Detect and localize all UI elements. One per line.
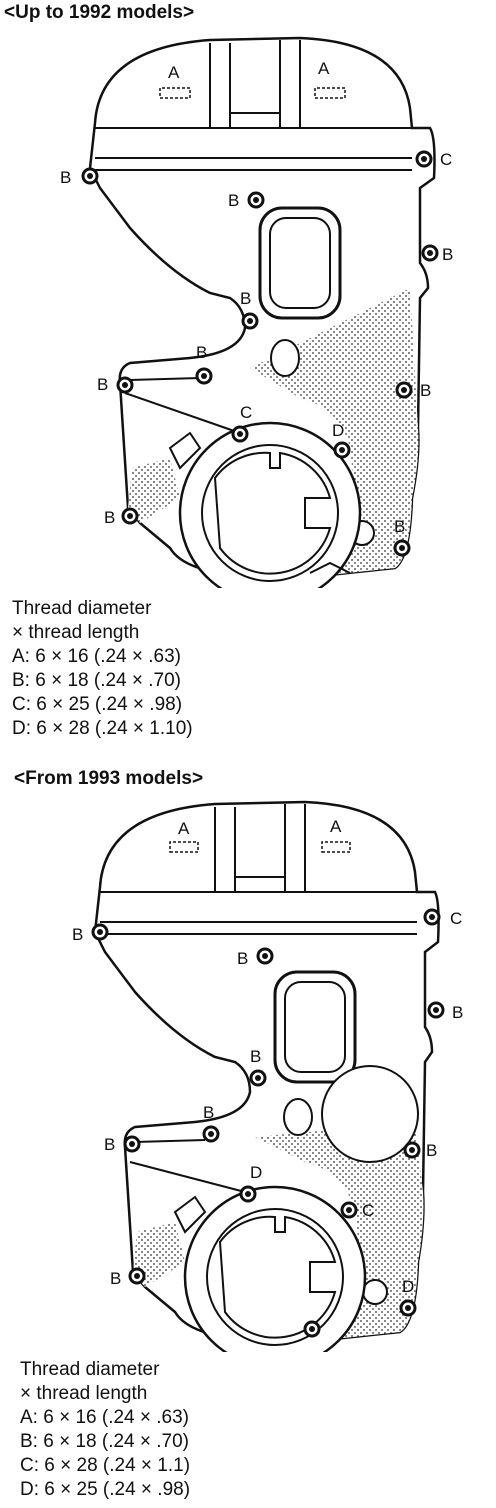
crank-keyway [213, 451, 332, 575]
label-b2: B [228, 191, 239, 210]
cover-rib [100, 891, 417, 935]
label-a-left: A [178, 819, 190, 838]
cover-hole [270, 339, 300, 377]
inspection-window-inner [269, 217, 331, 309]
bolt-d1 [239, 1185, 257, 1203]
legend-item-d: D: 6 × 28 (.24 × 1.10) [12, 718, 193, 739]
timing-cover-diagram-1993: A A B C B B B B B B D C B D [72, 800, 463, 1352]
cover-rib [95, 127, 412, 171]
label-b5: B [196, 343, 207, 362]
legend-title: Thread diameter [12, 598, 152, 619]
bolt-d1 [333, 441, 351, 459]
label-b9: B [394, 517, 405, 536]
lower-tab [173, 1195, 207, 1234]
shading-area-left [128, 458, 180, 523]
label-b3: B [442, 245, 453, 264]
label-b2: B [237, 949, 248, 968]
lower-rib [129, 1139, 246, 1193]
label-b4: B [250, 1047, 261, 1066]
lower-rib [124, 377, 241, 434]
label-b6: B [97, 375, 108, 394]
bolt-b2 [247, 191, 265, 209]
bottom-tab [309, 561, 351, 574]
bolt-b3 [421, 244, 439, 262]
bolt-legend-1993: Thread diameter × thread length A: 6 × 1… [20, 1358, 190, 1502]
bolt-b4 [249, 1069, 267, 1087]
legend-subtitle: × thread length [20, 1383, 148, 1404]
bolt-b5 [195, 367, 213, 385]
label-d2: D [402, 1277, 414, 1296]
bolt-b8 [121, 507, 139, 525]
legend-subtitle: × thread length [12, 622, 140, 643]
bolt-c2 [340, 1201, 358, 1219]
cover-hole [283, 1098, 313, 1136]
label-a-left: A [168, 63, 180, 82]
label-b1: B [72, 925, 83, 944]
bolt-b7 [395, 381, 413, 399]
bolt-b4 [241, 312, 259, 330]
label-b8: B [104, 508, 115, 527]
bolt-c1 [415, 150, 433, 168]
bolt-c1 [423, 908, 441, 926]
label-b7: B [420, 381, 431, 400]
bolt-b7 [403, 1141, 421, 1159]
bolt-b5 [202, 1125, 220, 1143]
legend-item-b: B: 6 × 18 (.24 × .70) [20, 1431, 189, 1452]
bolt-b9 [303, 1320, 321, 1338]
bolt-b2 [256, 947, 274, 965]
lower-tab [168, 431, 202, 470]
bolt-b1 [81, 167, 99, 185]
section-heading-up-to-1992: <Up to 1992 models> [4, 2, 195, 23]
bolt-b9 [393, 539, 411, 557]
section-heading-from-1993: <From 1993 models> [14, 768, 204, 789]
label-c2: C [240, 403, 252, 422]
bolt-b8 [128, 1267, 146, 1285]
shading-area-left [133, 1222, 185, 1287]
crank-opening [206, 1208, 344, 1346]
bolt-legend-1992: Thread diameter × thread length A: 6 × 1… [12, 597, 193, 741]
legend-item-c: C: 6 × 28 (.24 × 1.1) [20, 1455, 191, 1476]
crank-keyway [218, 1215, 337, 1339]
cam-opening [321, 1065, 419, 1163]
label-b6: B [104, 1135, 115, 1154]
a-bolt-recess [169, 841, 351, 853]
bolt-b6 [116, 376, 134, 394]
bolt-b3 [427, 1001, 445, 1019]
bolt-d2 [399, 1299, 417, 1317]
label-b1: B [60, 168, 71, 187]
label-b4: B [240, 289, 251, 308]
label-a-right: A [330, 817, 342, 836]
label-b3: B [452, 1003, 463, 1022]
legend-item-a: A: 6 × 16 (.24 × .63) [12, 646, 181, 667]
label-c1: C [450, 909, 462, 928]
legend-title: Thread diameter [20, 1359, 160, 1380]
cover-hole [362, 1279, 388, 1305]
label-d1: D [332, 421, 344, 440]
cover-cross [214, 804, 306, 892]
label-b7: B [426, 1141, 437, 1160]
legend-item-d: D: 6 × 25 (.24 × .98) [20, 1479, 191, 1500]
legend-item-b: B: 6 × 18 (.24 × .70) [12, 670, 181, 691]
label-d1: D [250, 1163, 262, 1182]
a-bolt-recess [159, 87, 346, 99]
legend-item-a: A: 6 × 16 (.24 × .63) [20, 1407, 189, 1428]
bolt-c2 [231, 425, 249, 443]
label-b8: B [110, 1269, 121, 1288]
crank-opening [201, 444, 339, 582]
legend-item-c: C: 6 × 25 (.24 × .98) [12, 694, 183, 715]
label-a-right: A [318, 59, 330, 78]
label-c2: C [362, 1201, 374, 1220]
cover-cross [209, 40, 301, 128]
bolt-b6 [123, 1135, 141, 1153]
bolt-b1 [91, 923, 109, 941]
timing-cover-diagram-1992: A A B C B B B B B B C D B B [60, 36, 453, 588]
label-b5: B [203, 1103, 214, 1122]
inspection-window-inner [284, 981, 346, 1073]
label-c1: C [440, 150, 452, 169]
